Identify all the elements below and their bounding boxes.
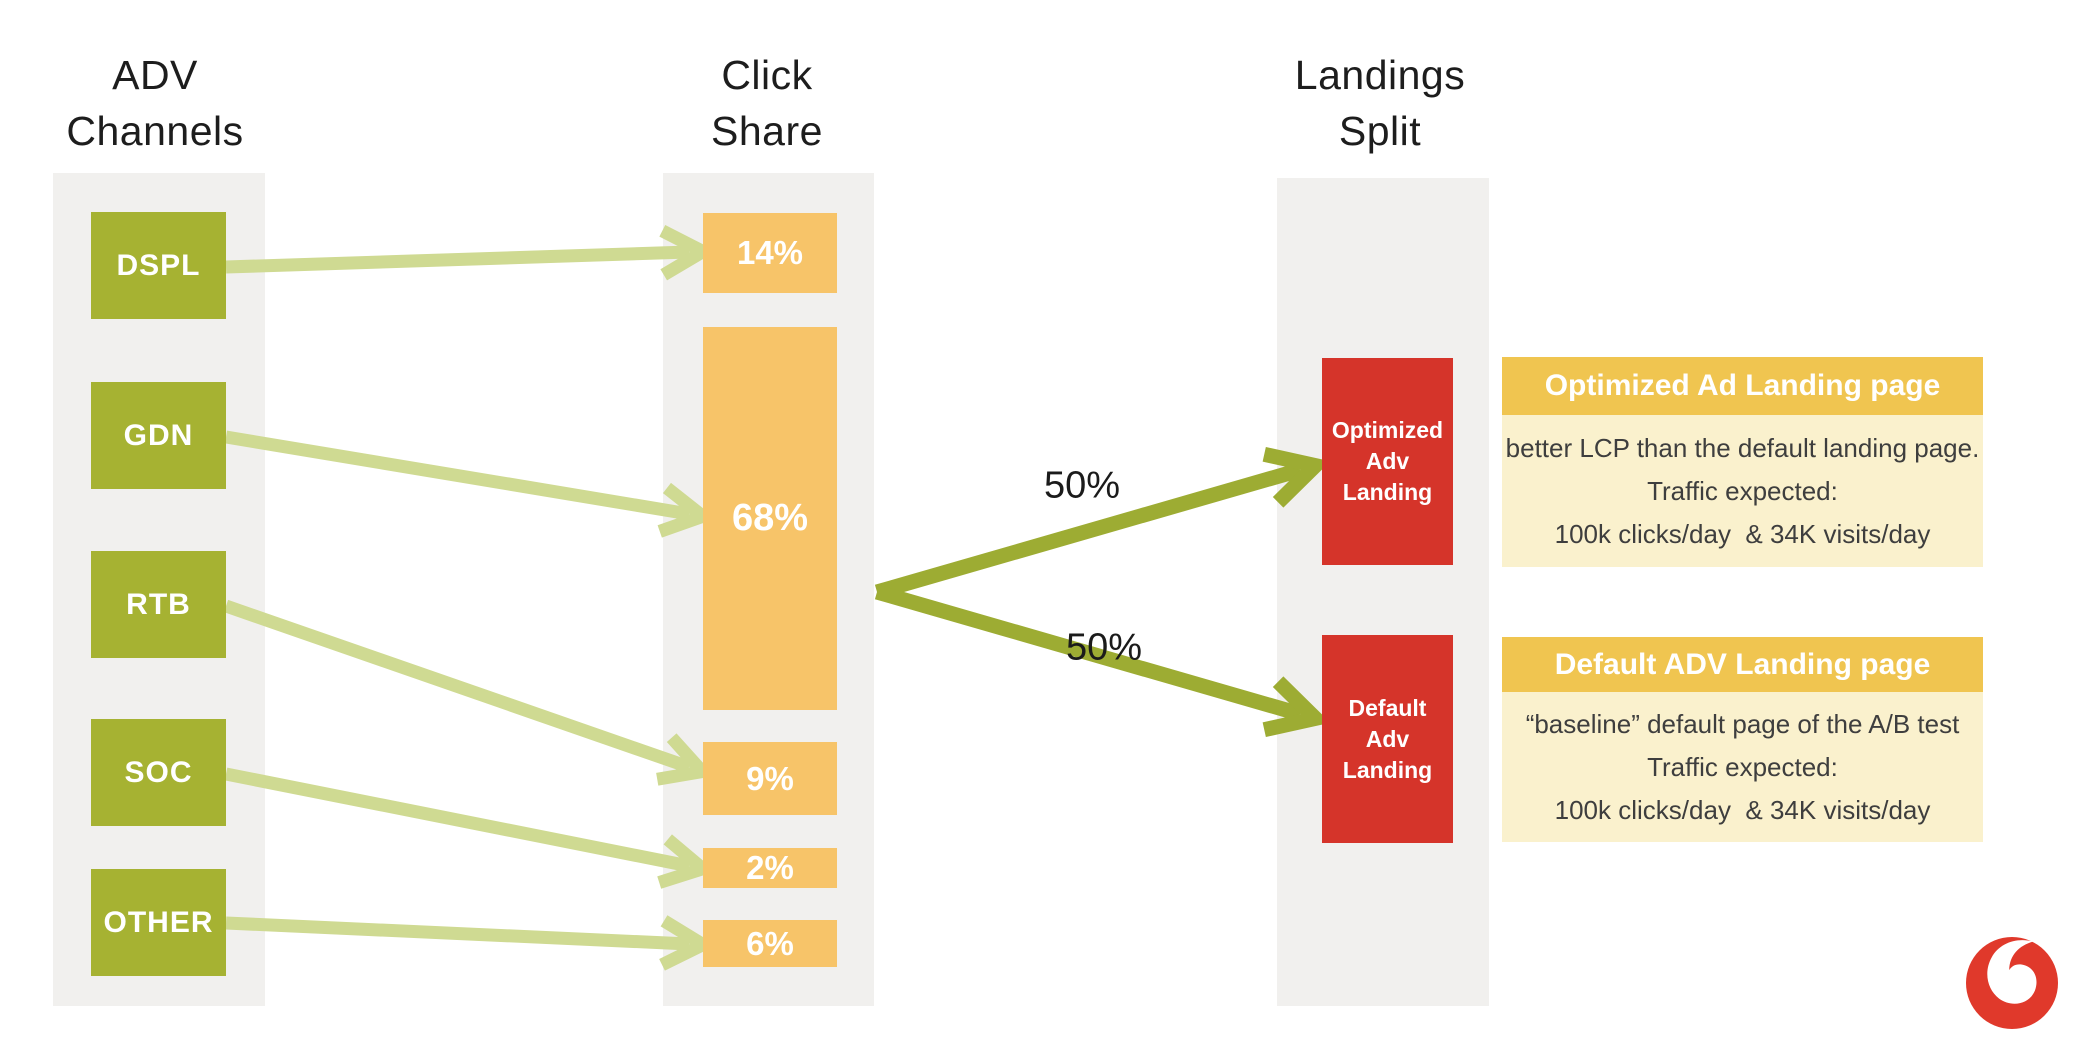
landing-label-line2: Adv [1365,448,1410,474]
landing-label-line2: Adv [1365,725,1410,752]
channel-label: SOC [124,755,193,789]
card-text-line: 100k clicks/day & 34K visits/day [1554,518,1931,549]
share-label: 68% [731,497,809,539]
arrow-soc-to-2pct [224,767,716,889]
channel-box-soc: SOC [91,719,226,826]
landing-label-line3: Landing [1342,756,1433,783]
share-label: 2% [746,849,794,886]
card-title: Optimized Ad Landing page [1502,357,1983,415]
landing-label-line3: Landing [1342,479,1433,505]
channel-label: OTHER [103,905,214,939]
landings-split-header: Landings Split [1180,47,1580,159]
share-box-2pct: 2% [703,848,837,888]
card-text-line: 100k clicks/day & 34K visits/day [1554,794,1931,825]
arrow-gdn-to-68pct [224,430,717,538]
click-share-header-line2: Share [711,108,823,154]
channel-box-dspl: DSPL [91,212,226,319]
adv-channels-header: ADV Channels [0,47,355,159]
arrow-rtb-to-9pct [223,599,715,786]
channel-label: GDN [123,418,194,452]
landing-label-line1: Optimized [1331,417,1444,443]
share-label: 14% [736,234,804,271]
card-optimized-landing: Optimized Ad Landing page better LCP tha… [1502,357,1983,567]
channel-box-rtb: RTB [91,551,226,658]
card-text-line: better LCP than the default landing page… [1505,432,1980,463]
arrow-other-to-6pct [225,915,717,971]
landings-split-column-bg [1277,178,1489,1006]
share-box-14pct: 14% [703,213,837,293]
share-box-9pct: 9% [703,742,837,815]
share-label: 6% [746,924,794,962]
share-label: 9% [746,759,794,797]
channel-label: DSPL [116,248,201,282]
adv-channels-header-line1: ADV [112,52,198,98]
channel-box-gdn: GDN [91,382,226,489]
landings-split-header-line2: Split [1338,108,1422,154]
landings-split-header-line1: Landings [1294,52,1466,98]
click-share-header-line1: Click [721,52,813,98]
split-percent-label-bottom: 50% [1065,626,1143,669]
landing-label-line1: Default [1348,694,1427,721]
card-title: Default ADV Landing page [1502,637,1983,692]
channel-label: RTB [126,587,191,621]
landing-box-default: Default Adv Landing [1322,635,1453,843]
card-text-line: Traffic expected: [1647,751,1838,782]
share-box-68pct: 68% [703,327,837,710]
click-share-header: Click Share [567,47,967,159]
vodafone-speechmark-icon [1966,937,2058,1029]
card-text-line: “baseline” default page of the A/B test [1525,708,1960,739]
card-text-line: Traffic expected: [1647,475,1838,506]
card-default-landing: Default ADV Landing page “baseline” defa… [1502,637,1983,842]
card-body: “baseline” default page of the A/B test … [1502,692,1983,842]
share-box-6pct: 6% [703,920,837,967]
landing-box-optimized: Optimized Adv Landing [1322,358,1453,565]
split-percent-label-top: 50% [1043,464,1121,507]
adv-channels-header-line2: Channels [66,108,244,154]
arrow-dspl-to-14pct [225,225,717,281]
card-body: better LCP than the default landing page… [1502,415,1983,567]
channel-box-other: OTHER [91,869,226,976]
